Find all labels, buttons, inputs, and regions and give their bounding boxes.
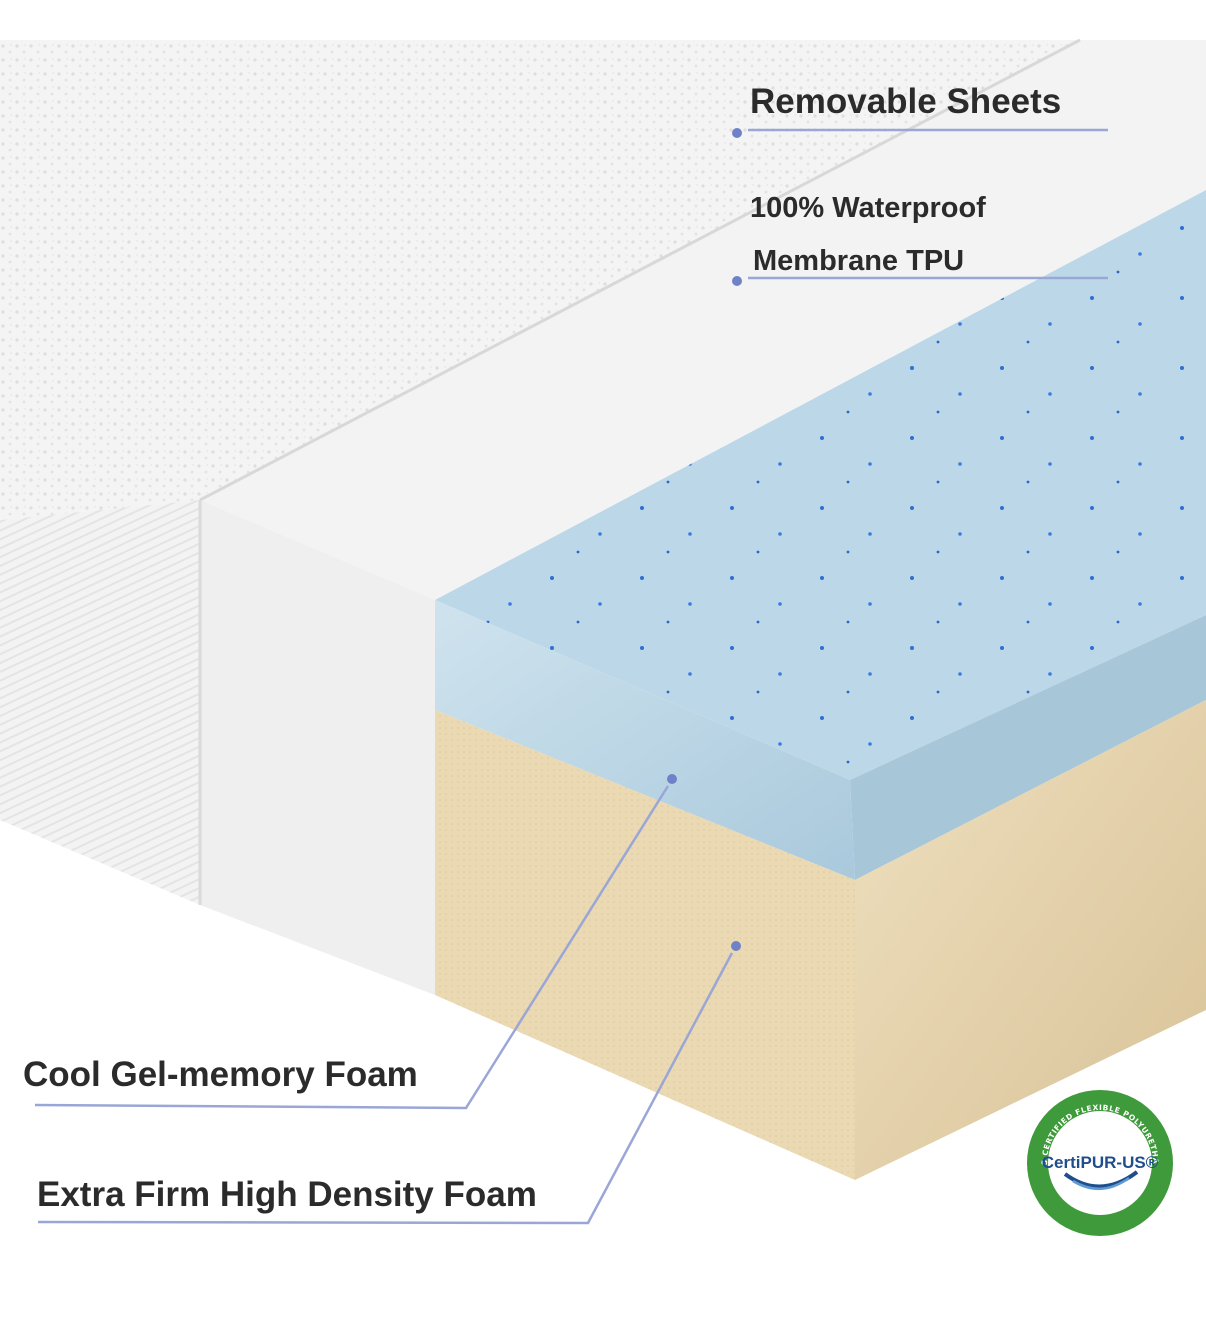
gel-foam-end (850, 615, 1206, 880)
label-waterproof-line2: Membrane TPU (753, 245, 965, 277)
firm-foam-side (435, 710, 855, 1180)
callout-firm-foam (37, 941, 741, 1225)
label-gel-foam: Cool Gel-memory Foam (23, 1055, 418, 1094)
gel-foam-top (435, 190, 1206, 780)
label-removable-sheets: Removable Sheets (750, 82, 1062, 121)
callout-gel-foam (34, 774, 677, 1110)
quilted-cover-top (0, 40, 1080, 520)
quilted-cover-side (0, 500, 200, 905)
callout-waterproof-membrane (732, 276, 1108, 286)
certipur-us-seal: CONTAINS CERTIFIED FLEXIBLE POLYURETHANE… (1025, 1088, 1173, 1236)
firm-foam-end (855, 700, 1206, 1180)
label-firm-foam: Extra Firm High Density Foam (37, 1175, 537, 1214)
membrane-band-top (200, 40, 1206, 600)
membrane-band-side (200, 500, 435, 995)
label-waterproof-line1: 100% Waterproof (750, 192, 986, 224)
callout-removable-sheets (732, 128, 1108, 138)
svg-text:CertiPUR-US®: CertiPUR-US® (1042, 1153, 1159, 1172)
gel-foam-side (435, 600, 855, 880)
